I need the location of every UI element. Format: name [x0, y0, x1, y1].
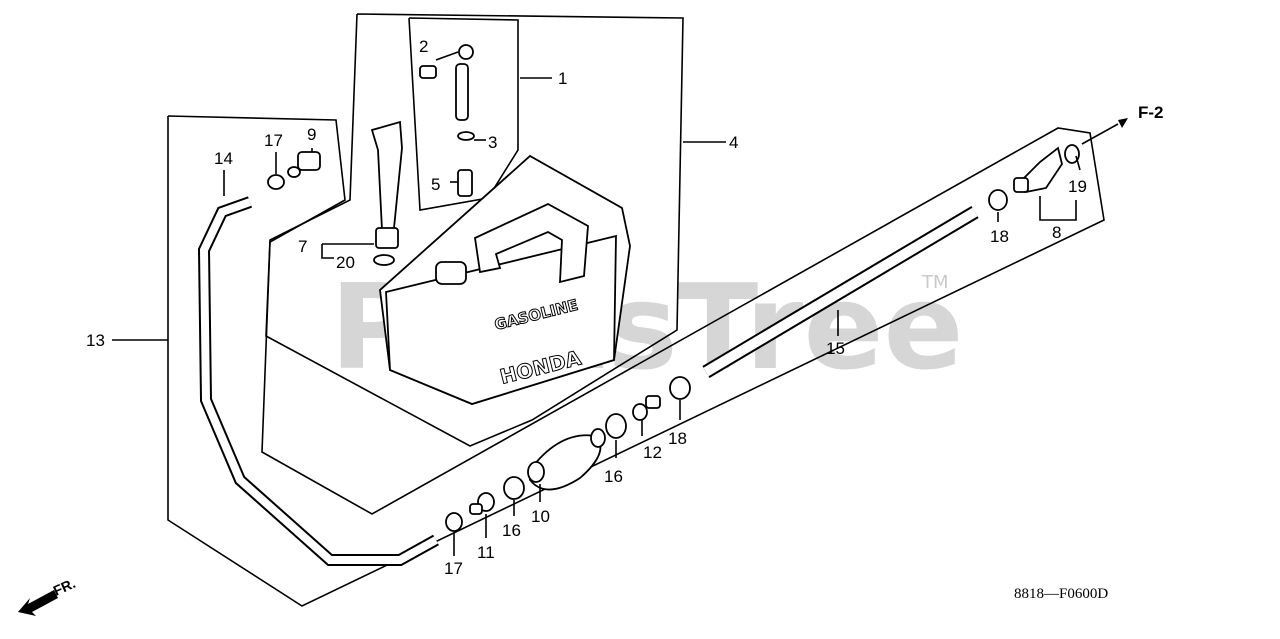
fuel-meter-assembly[interactable] — [419, 44, 475, 197]
leader-lines — [112, 51, 1119, 556]
group-outline-hose-assembly — [167, 115, 1105, 607]
group-outline-tank — [265, 13, 684, 447]
part-label[interactable]: 20 — [336, 253, 355, 272]
fuel-gauge-float[interactable] — [370, 120, 403, 266]
part-label[interactable]: 9 — [307, 125, 316, 144]
part-label[interactable]: 11 — [477, 543, 495, 562]
front-arrow-icon — [18, 590, 58, 616]
front-direction-indicator: FR. — [18, 575, 78, 616]
watermark-trademark: TM — [921, 272, 949, 293]
joint-12[interactable] — [632, 395, 661, 421]
part-label[interactable]: 18 — [990, 227, 1009, 246]
clip-17-lower[interactable] — [445, 512, 463, 532]
connector-9[interactable] — [287, 151, 321, 178]
part-label[interactable]: 16 — [502, 521, 521, 540]
part-label[interactable]: 8 — [1052, 223, 1061, 242]
ref-arrow — [1118, 118, 1128, 128]
fuel-connector-8[interactable] — [1013, 146, 1063, 194]
part-label[interactable]: 2 — [419, 37, 428, 56]
part-label[interactable]: 12 — [643, 443, 662, 462]
part-labels: 1 2 3 4 5 7 8 9 10 11 12 13 14 15 16 16 … — [86, 37, 1087, 578]
group-outline-fuel-meter — [408, 17, 519, 211]
o-ring-19[interactable] — [1064, 144, 1080, 164]
part-label[interactable]: 7 — [298, 237, 307, 256]
part-label[interactable]: 14 — [214, 149, 233, 168]
clip-16-upper[interactable] — [605, 413, 627, 439]
part-label[interactable]: 17 — [444, 559, 463, 578]
primer-bulb-10[interactable] — [527, 428, 606, 491]
fuel-tank[interactable]: GASOLINE HONDA — [379, 154, 631, 405]
part-label[interactable]: 19 — [1068, 177, 1087, 196]
clip-18-upper[interactable] — [988, 189, 1008, 211]
clip-17-upper[interactable] — [267, 174, 285, 190]
part-label[interactable]: 4 — [729, 133, 738, 152]
joint-11[interactable] — [469, 492, 495, 515]
part-label[interactable]: 10 — [531, 507, 550, 526]
front-label: FR. — [51, 575, 78, 599]
part-label[interactable]: 16 — [604, 467, 623, 486]
part-label[interactable]: 15 — [826, 339, 845, 358]
clip-16-lower[interactable] — [503, 476, 525, 500]
reference-label: F-2 — [1138, 103, 1164, 122]
part-label[interactable]: 3 — [488, 133, 497, 152]
clip-18-lower[interactable] — [669, 376, 691, 400]
part-label[interactable]: 5 — [431, 175, 440, 194]
part-label[interactable]: 1 — [558, 69, 567, 88]
part-label[interactable]: 18 — [668, 429, 687, 448]
part-label[interactable]: 13 — [86, 331, 105, 350]
diagram-code: 8818—F0600D — [1014, 586, 1108, 602]
part-label[interactable]: 17 — [264, 131, 283, 150]
